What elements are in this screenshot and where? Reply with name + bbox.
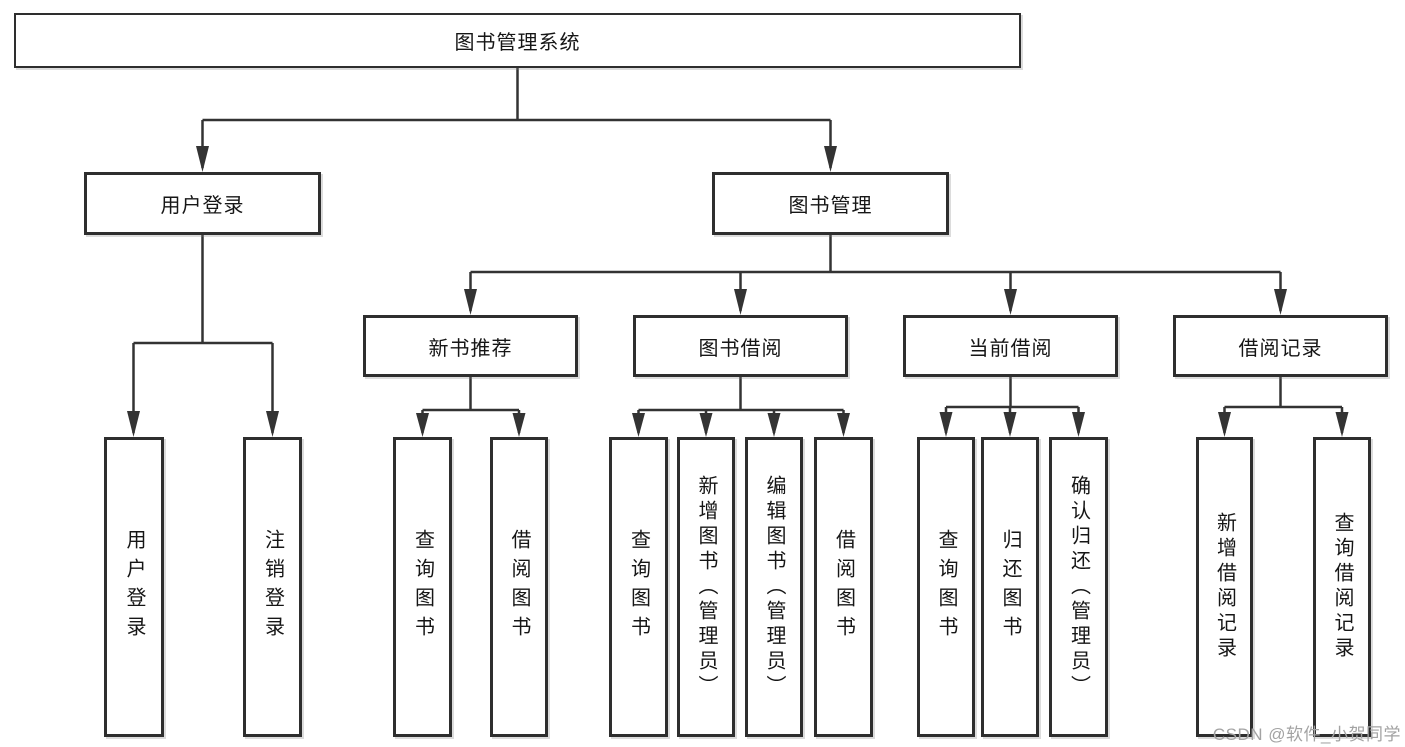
node-label: 确认归还（管理员）: [1067, 474, 1090, 700]
connector-root-to-level2: [196, 68, 837, 172]
node-label: 查询图书: [411, 529, 434, 645]
node-label: 编辑图书（管理员）: [763, 474, 785, 700]
connector-bookmgmt-to-level3: [464, 235, 1287, 315]
node-label: 新增图书（管理员）: [695, 474, 717, 700]
leaf-query-borrow-record: 查询借阅记录: [1313, 437, 1371, 737]
leaf-add-borrow-record: 新增借阅记录: [1196, 437, 1253, 737]
connector-record-to-leaves: [1218, 377, 1349, 437]
leaf-edit-book-admin: 编辑图书（管理员）: [745, 437, 803, 737]
node-user-login: 用户登录: [84, 172, 321, 235]
node-borrow-record: 借阅记录: [1173, 315, 1388, 377]
node-label: 借阅图书: [832, 529, 855, 645]
node-root-system: 图书管理系统: [14, 13, 1021, 68]
leaf-query-book-current: 查询图书: [917, 437, 975, 737]
connector-borrow-to-leaves: [632, 377, 850, 437]
node-label: 用户登录: [160, 195, 245, 217]
node-label: 借阅图书: [508, 529, 530, 645]
leaf-query-book-recommend: 查询图书: [393, 437, 452, 737]
connector-newbook-to-leaves: [416, 377, 526, 437]
leaf-add-book-admin: 新增图书（管理员）: [677, 437, 735, 737]
node-label: 图书借阅: [698, 337, 783, 360]
node-label: 图书管理系统: [454, 32, 581, 54]
connector-userlogin-to-leaves: [127, 235, 279, 437]
node-current-borrow: 当前借阅: [903, 315, 1118, 377]
connector-current-to-leaves: [939, 377, 1085, 437]
leaf-borrow-book-recommend: 借阅图书: [490, 437, 548, 737]
leaf-borrow-book: 借阅图书: [814, 437, 873, 737]
node-label: 查询图书: [627, 529, 650, 645]
node-label: 归还图书: [999, 529, 1021, 645]
node-label: 查询图书: [935, 529, 957, 645]
node-book-borrow: 图书借阅: [633, 315, 848, 377]
node-book-management: 图书管理: [712, 172, 949, 235]
node-label: 查询借阅记录: [1331, 512, 1353, 662]
leaf-user-login: 用户登录: [104, 437, 164, 737]
node-label: 用户登录: [123, 529, 145, 645]
node-label: 新书推荐: [428, 337, 513, 360]
node-new-book-recommend: 新书推荐: [363, 315, 578, 377]
leaf-logout: 注销登录: [243, 437, 302, 737]
leaf-query-book-borrow: 查询图书: [609, 437, 668, 737]
csdn-watermark: CSDN @软件_小贺同学: [1212, 725, 1401, 744]
node-label: 图书管理: [788, 195, 873, 217]
node-label: 新增借阅记录: [1213, 512, 1236, 662]
node-label: 借阅记录: [1238, 337, 1323, 360]
leaf-return-book: 归还图书: [981, 437, 1039, 737]
node-label: 当前借阅: [968, 337, 1053, 360]
node-label: 注销登录: [261, 529, 284, 645]
leaf-confirm-return-admin: 确认归还（管理员）: [1049, 437, 1108, 737]
